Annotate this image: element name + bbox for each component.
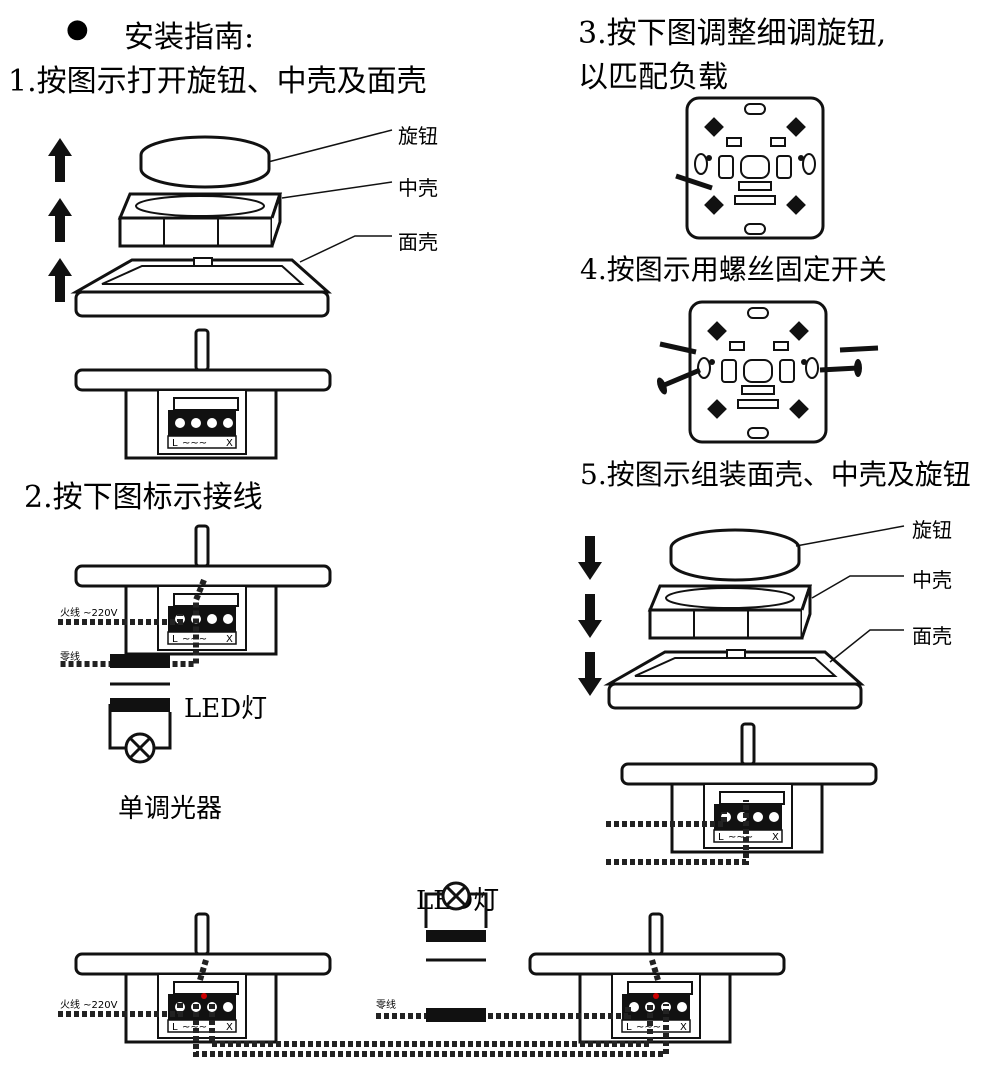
step1-arrows <box>48 138 72 302</box>
led-lamp-label-1: LED灯 <box>184 694 268 724</box>
neutral-wire-label-1: 零线 <box>60 652 80 663</box>
dimmer-side-view-1 <box>74 328 332 460</box>
driver-block-1 <box>110 654 170 712</box>
lamp-1 <box>108 704 172 764</box>
live-wire <box>58 614 183 625</box>
screw-left-icon <box>656 367 701 395</box>
label-middle-shell-top: 中壳 <box>398 176 438 200</box>
arrow-up-icon <box>48 198 72 242</box>
lamp-2 <box>424 881 488 1022</box>
dimmer-module-front-2 <box>688 300 828 444</box>
step-3-text-line2: 以匹配负载 <box>578 60 728 95</box>
step-3-text-line1: 3.按下图调整细调旋钮, <box>578 16 887 51</box>
live-wire-label-2: 火线 ~220V <box>60 1000 118 1011</box>
live-wire-label-1: 火线 ~220V <box>60 608 118 619</box>
middle-shell-part <box>118 192 282 248</box>
step-2-text: 2.按下图标示接线 <box>24 480 263 515</box>
screwdriver-right-icon <box>839 345 879 353</box>
arrow-down-icon <box>578 594 602 638</box>
label-knob-top: 旋钮 <box>398 124 438 148</box>
step-5-text: 5.按图示组装面壳、中壳及旋钮 <box>580 458 971 491</box>
label-middle-shell-bottom: 中壳 <box>912 568 952 592</box>
screwdriver-left-icon <box>659 341 697 355</box>
single-dimmer-label: 单调光器 <box>118 794 223 824</box>
heading-bullet: ● <box>66 14 89 44</box>
screw-right-icon <box>819 359 862 377</box>
neutral-wire-label-2: 零线 <box>376 1000 396 1011</box>
screwdriver-icon <box>675 173 713 191</box>
knob-part-2 <box>669 528 801 582</box>
face-shell-part <box>74 256 330 318</box>
label-knob-bottom: 旋钮 <box>912 518 952 542</box>
step5-arrows <box>578 536 602 696</box>
label-face-shell-bottom: 面壳 <box>912 624 952 648</box>
label-face-shell-top: 面壳 <box>398 230 438 254</box>
middle-shell-part-2 <box>648 584 812 640</box>
arrow-down-icon <box>578 536 602 580</box>
knob-part <box>139 135 271 189</box>
face-shell-part-2 <box>607 648 863 710</box>
arrow-up-icon <box>48 138 72 182</box>
heading-title: 安装指南: <box>124 20 255 55</box>
step-1-text: 1.按图示打开旋钮、中壳及面壳 <box>8 64 427 99</box>
dimmer-module-front-1 <box>685 96 825 240</box>
live-wire-2 <box>58 1002 183 1017</box>
arrow-up-icon <box>48 258 72 302</box>
step-4-text: 4.按图示用螺丝固定开关 <box>580 253 887 286</box>
arrow-down-icon <box>578 652 602 696</box>
